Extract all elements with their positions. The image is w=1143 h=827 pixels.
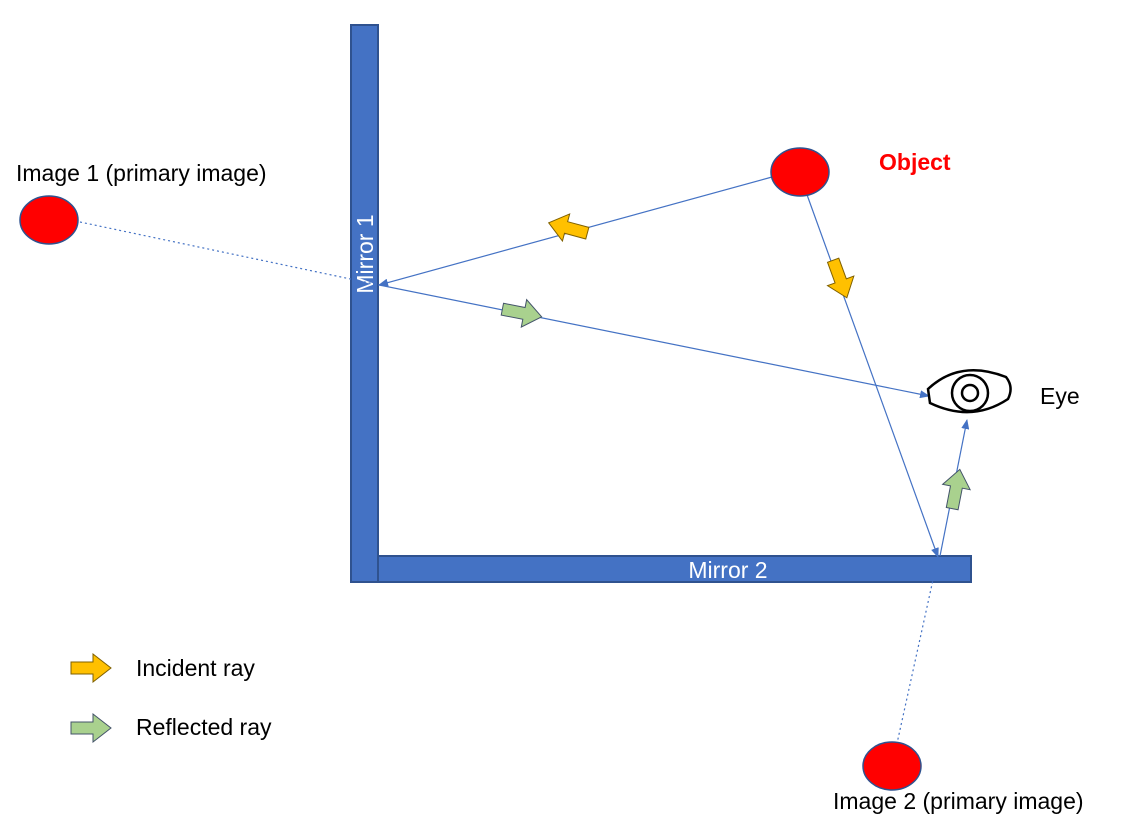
- mirror-1: [350, 24, 379, 583]
- incident-arrow-2: [819, 254, 861, 304]
- virtual-ray-2: [895, 556, 939, 749]
- image-1-circle: [19, 195, 79, 245]
- legend-incident-label: Incident ray: [136, 655, 255, 681]
- mirror-2-label: Mirror 2: [688, 557, 767, 583]
- legend-reflected-arrow: [70, 713, 112, 743]
- legend-reflected-label: Reflected ray: [136, 714, 272, 740]
- object-label: Object: [879, 149, 951, 175]
- legend-incident-arrow: [70, 653, 112, 683]
- reflected-arrow-1: [499, 294, 545, 332]
- eye-label: Eye: [1040, 383, 1080, 409]
- object-circle: [770, 147, 830, 197]
- incident-ray-2: [805, 191, 939, 558]
- virtual-ray-1: [79, 221, 380, 286]
- eye-icon: [926, 369, 1012, 414]
- image-2-label: Image 2 (primary image): [833, 788, 1084, 814]
- image-1-label: Image 1 (primary image): [16, 160, 267, 186]
- reflected-arrow-2: [937, 466, 975, 512]
- reflected-ray-1: [378, 284, 930, 399]
- incident-arrow-1: [544, 208, 592, 248]
- mirror-2: [377, 555, 972, 583]
- mirror-1-label: Mirror 1: [352, 214, 378, 293]
- image-2-circle: [862, 741, 922, 791]
